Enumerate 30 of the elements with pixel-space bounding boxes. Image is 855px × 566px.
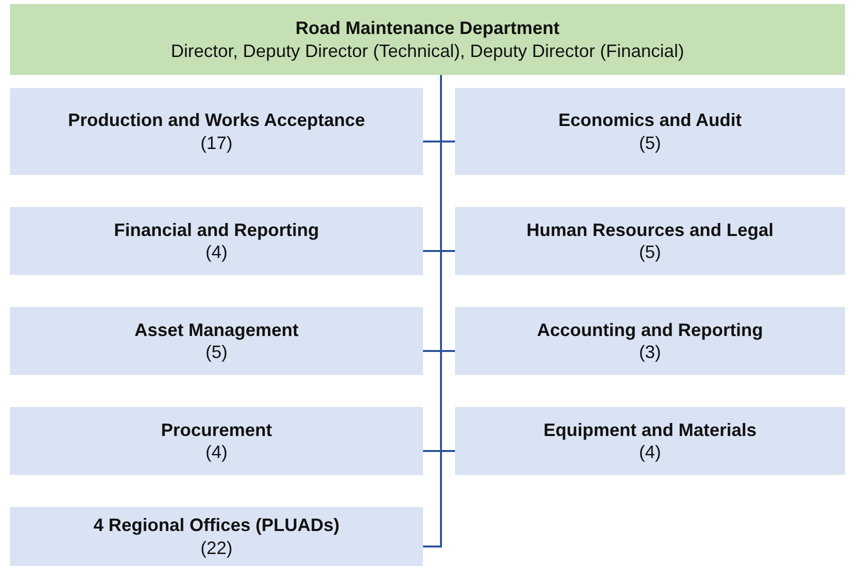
unit-box [10,207,423,275]
unit-title: Equipment and Materials [543,418,757,441]
staff-count: (17) [200,132,232,154]
staff-count: (4) [206,441,228,464]
unit-box [455,307,845,375]
unit-title: Asset Management [134,318,299,341]
unit-title: Financial and Reporting [114,218,319,241]
unit-title: 4 Regional Offices (PLUADs) [93,514,340,536]
unit-box [455,407,845,475]
unit-title: Production and Works Acceptance [68,109,366,132]
unit-title: Road Maintenance Department [295,17,560,40]
staff-count: (22) [200,536,232,559]
department-header-box [10,4,845,75]
unit-subtitle: Director, Deputy Director (Technical), Deputy Director (Financial) [170,40,684,62]
unit-box [10,88,423,175]
unit-box [10,407,423,475]
unit-box [10,307,423,375]
staff-count: (5) [206,341,228,364]
staff-count: (4) [639,441,661,464]
unit-box [10,507,423,566]
staff-count: (4) [206,241,228,264]
unit-title: Procurement [160,418,272,441]
unit-title: Economics and Audit [558,109,742,132]
unit-box [455,88,845,175]
unit-box [455,207,845,275]
staff-count: (5) [639,132,661,154]
unit-title: Accounting and Reporting [537,318,763,341]
unit-title: Human Resources and Legal [526,218,774,241]
staff-count: (5) [639,241,661,264]
staff-count: (3) [639,341,661,364]
